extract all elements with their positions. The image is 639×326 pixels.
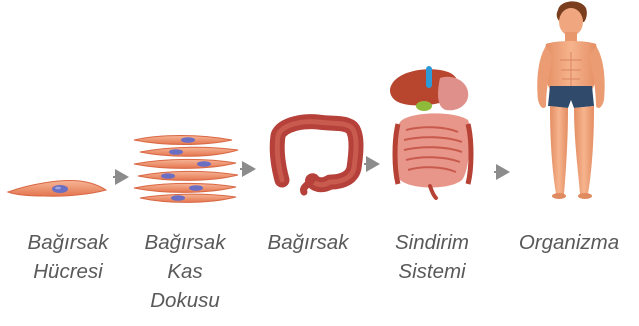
human-organism-image bbox=[537, 1, 604, 199]
label-digestive-system: Sindirim Sistemi bbox=[376, 228, 488, 286]
label-line: Bağırsak bbox=[254, 228, 362, 257]
label-muscle-tissue: Bağırsak Kas Dokusu bbox=[131, 228, 239, 315]
label-intestine-organ: Bağırsak bbox=[254, 228, 362, 257]
intestine-organ-image bbox=[277, 122, 356, 192]
intestinal-cell-image bbox=[8, 181, 106, 197]
label-line: Hücresi bbox=[14, 257, 122, 286]
label-intestinal-cell: Bağırsak Hücresi bbox=[14, 228, 122, 286]
label-line: Kas bbox=[131, 257, 239, 286]
label-line: Bağırsak bbox=[14, 228, 122, 257]
label-line: Sistemi bbox=[376, 257, 488, 286]
label-line: Sindirim bbox=[376, 228, 488, 257]
label-line: Dokusu bbox=[131, 286, 239, 315]
label-organism: Organizma bbox=[502, 228, 636, 257]
digestive-system-image bbox=[390, 66, 471, 198]
label-line: Bağırsak bbox=[131, 228, 239, 257]
muscle-tissue-image bbox=[134, 136, 238, 203]
label-line: Organizma bbox=[502, 228, 636, 257]
